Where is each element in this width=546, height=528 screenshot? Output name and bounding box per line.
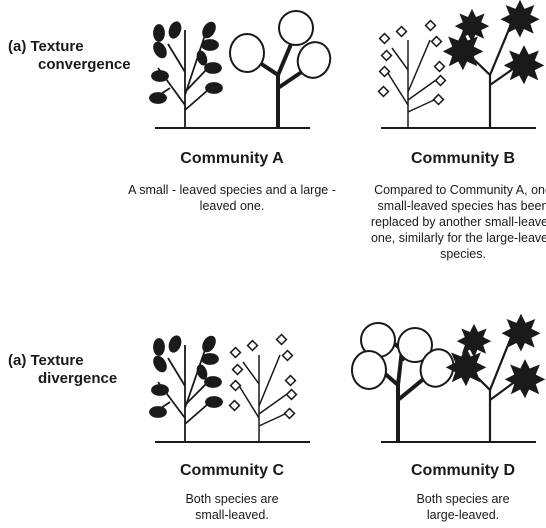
row1-label-line1: (a) Texture [8, 38, 84, 55]
large-leaved-plant [229, 10, 332, 128]
community-a-title: Community A [180, 150, 284, 167]
small-leaved-plant-open [228, 333, 298, 442]
large-leaved-plant-open [351, 322, 455, 442]
large-leaved-plant [442, 0, 545, 128]
small-leaved-plant-dark [149, 335, 223, 442]
community-d-desc: Both species are large-leaved. [416, 492, 510, 522]
community-a-desc: A small - leaved species and a large - l… [128, 183, 336, 213]
community-b-title: Community B [411, 150, 515, 167]
row2-label-line1: (a) Texture [8, 352, 84, 369]
community-c-desc: Both species are small-leaved. [185, 492, 279, 522]
row1-label-line2: convergence [38, 56, 131, 73]
row1-label: (a) Texture convergence [8, 38, 131, 74]
small-leaved-plant [377, 19, 447, 128]
row2-label: (a) Texture divergence [8, 352, 117, 388]
community-c-illustration [149, 333, 310, 443]
community-b-desc: Compared to Community A, one small-leave… [370, 183, 546, 261]
community-d-illustration [351, 313, 546, 443]
community-b-illustration [377, 0, 545, 129]
community-d-title: Community D [411, 462, 515, 479]
row2-label-line2: divergence [38, 370, 118, 387]
community-a-illustration [149, 10, 332, 129]
small-leaved-plant [149, 21, 223, 128]
large-leaved-plant-spiky [445, 313, 546, 442]
community-c-title: Community C [180, 462, 284, 479]
